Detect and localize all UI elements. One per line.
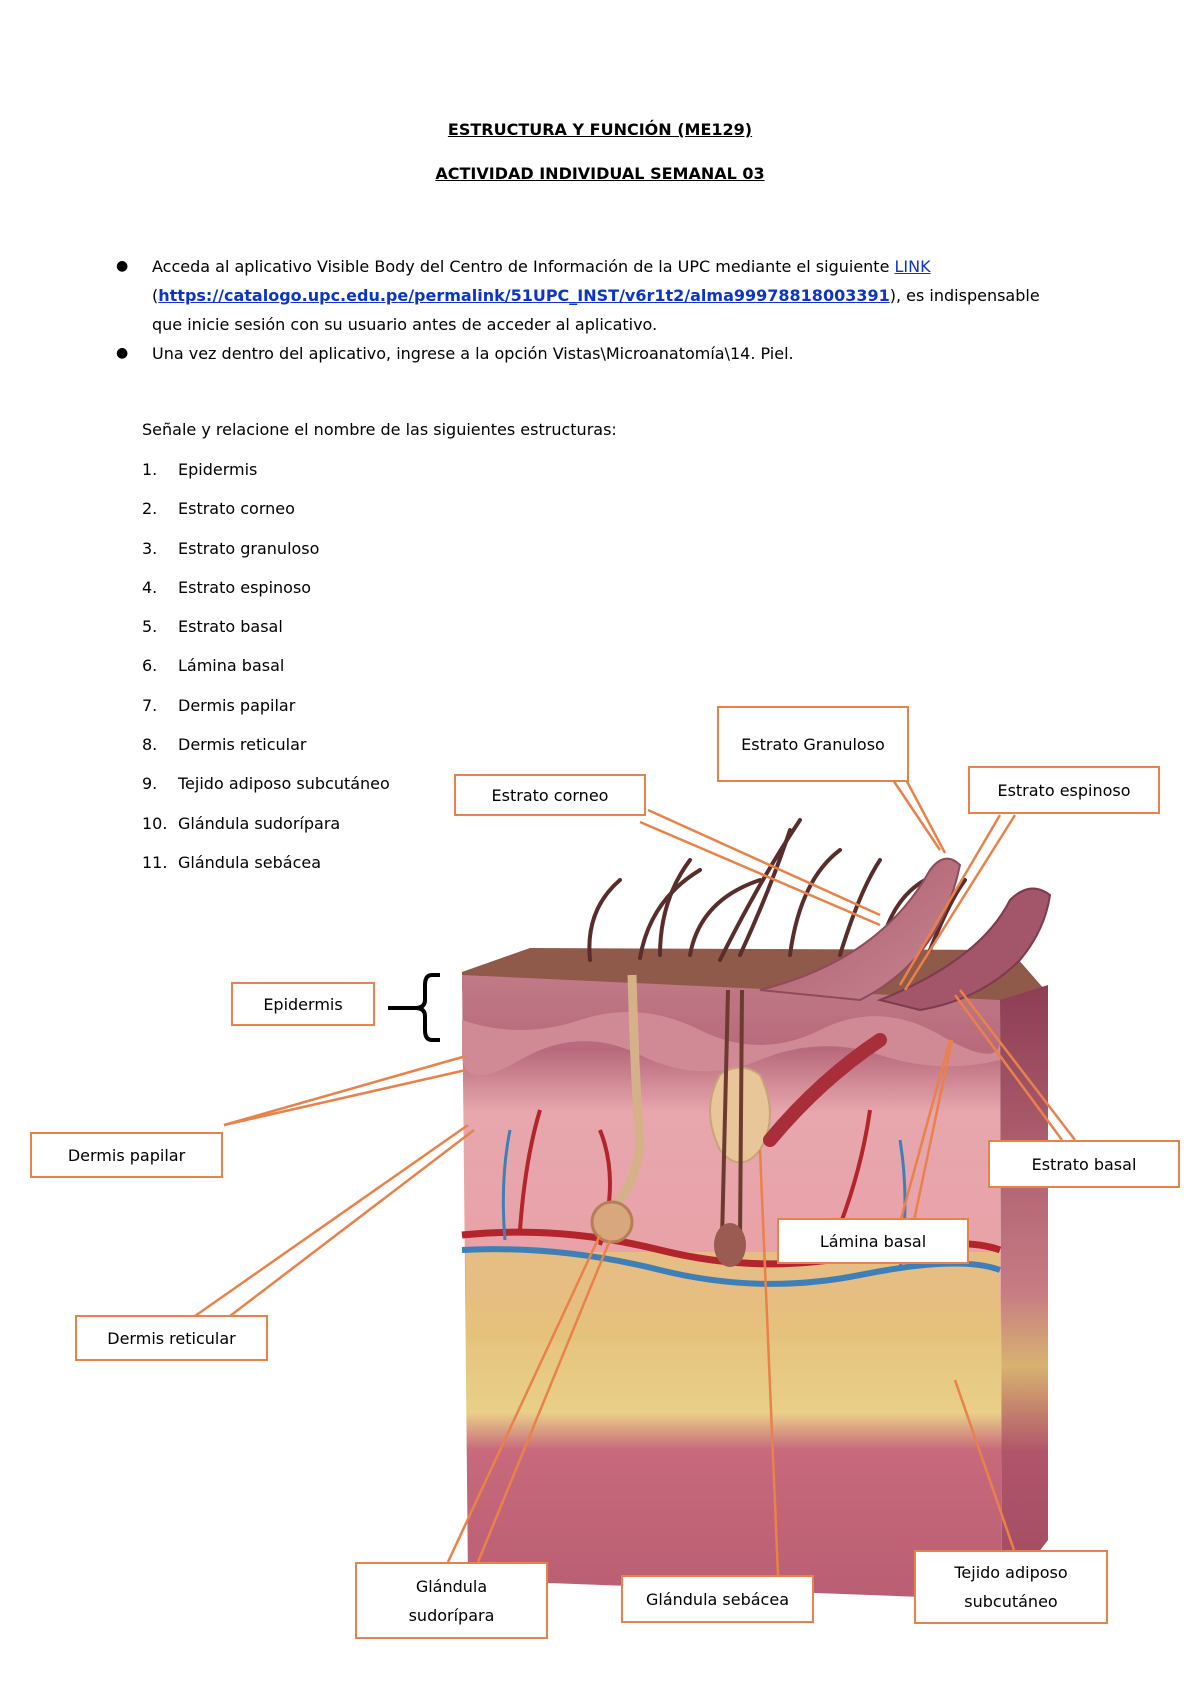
- structure-list-text: Estrato espinoso: [178, 577, 312, 597]
- structure-list-number: 7.: [142, 695, 158, 715]
- instruction-bullet-1: ● Acceda al aplicativo Visible Body del …: [110, 252, 1070, 339]
- label-glandula-sudoripara-line1: Glándula: [415, 1576, 488, 1596]
- structure-list-number: 1.: [142, 460, 158, 479]
- structure-list-text: Estrato granuloso: [178, 538, 320, 558]
- instruction-1-text: Acceda al aplicativo Visible Body del Ce…: [152, 257, 895, 276]
- structure-list: 1. Epidermis 2. Estrato corneo 3. Estrato gra…: [142, 458, 390, 890]
- label-dermis-reticular: Dermis reticular: [75, 1315, 268, 1361]
- label-tejido-adiposo-line1: Tejido adiposo: [954, 1563, 1068, 1582]
- structure-list-item: 5. Estrato basal: [142, 615, 390, 654]
- structure-list-item: 4. Estrato espinoso: [142, 576, 390, 615]
- label-estrato-basal: Estrato basal: [988, 1140, 1180, 1188]
- label-glandula-sudoripara: Glándula sudorípara: [355, 1562, 548, 1639]
- structure-list-text: Glándula sudorípara: [178, 813, 341, 833]
- structure-list-text: Dermis reticular: [178, 735, 307, 755]
- structure-list-item: 2. Estrato corneo: [142, 497, 390, 536]
- label-dermis-papilar: Dermis papilar: [30, 1132, 223, 1178]
- structure-list-text: Glándula sebácea: [178, 852, 322, 872]
- label-estrato-granuloso: Estrato Granuloso: [717, 706, 909, 782]
- structure-list-item: 9. Tejido adiposo subcutáneo: [142, 772, 390, 811]
- structure-list-item: 11. Glándula sebácea: [142, 851, 390, 890]
- instruction-1-suffix: ), es indispensable que inicie sesión co…: [152, 286, 1040, 334]
- structure-list-number: 2.: [142, 499, 158, 519]
- structure-list-text: Tejido adiposo subcutáneo: [178, 774, 390, 794]
- epidermis-bracket: [388, 973, 440, 1042]
- bullet-dot-icon: ●: [116, 345, 129, 361]
- hair-strands: [587, 818, 967, 962]
- peeled-flap-back: [876, 887, 1052, 1012]
- label-tejido-adiposo-line2: subcutáneo: [964, 1592, 1058, 1611]
- hair-bulb: [714, 1223, 746, 1267]
- label-glandula-sebacea: Glándula sebácea: [621, 1575, 814, 1623]
- structure-list-item: 8. Dermis reticular: [142, 733, 390, 772]
- label-estrato-espinoso: Estrato espinoso: [968, 766, 1160, 814]
- peeled-epidermis-flap: [759, 857, 962, 1002]
- label-epidermis: Epidermis: [231, 982, 375, 1026]
- label-tejido-adiposo: Tejido adiposo subcutáneo: [914, 1550, 1108, 1624]
- structure-list-number: 6.: [142, 656, 158, 676]
- structure-list-number: 8.: [142, 735, 158, 755]
- activity-title: ACTIVIDAD INDIVIDUAL SEMANAL 03: [435, 164, 765, 183]
- structure-list-item: 7. Dermis papilar: [142, 694, 390, 733]
- sweat-gland-duct: [607, 974, 645, 1214]
- structure-list-number: 9.: [142, 774, 158, 794]
- label-glandula-sudoripara-line2: sudorípara: [408, 1605, 495, 1625]
- structure-list-text: Estrato corneo: [178, 499, 295, 519]
- structure-list-text: Estrato basal: [178, 617, 283, 637]
- arrector-muscle: [763, 1033, 887, 1147]
- instruction-2-text: Una vez dentro del aplicativo, ingrese a…: [152, 344, 794, 363]
- structure-list-number: 3.: [142, 538, 158, 558]
- label-estrato-corneo: Estrato corneo: [454, 774, 646, 816]
- structure-list-item: 3. Estrato granuloso: [142, 537, 390, 576]
- label-lamina-basal: Lámina basal: [777, 1218, 969, 1264]
- skin-side-face: [1000, 985, 1048, 1600]
- catalog-url-link[interactable]: https://catalogo.upc.edu.pe/permalink/51…: [158, 286, 890, 305]
- sweat-gland-coil: [590, 1200, 634, 1244]
- course-title: ESTRUCTURA Y FUNCIÓN (ME129): [447, 120, 753, 139]
- task-intro: Señale y relacione el nombre de las sigu…: [142, 420, 617, 439]
- structure-list-number: 11.: [142, 852, 168, 872]
- structure-list-number: 5.: [142, 617, 158, 637]
- paren-open: (: [152, 286, 159, 305]
- structure-list-item: 6. Lámina basal: [142, 654, 390, 693]
- structure-list-text: Dermis papilar: [178, 695, 296, 715]
- structure-list-text: Epidermis: [178, 460, 258, 479]
- vessel-blue: [461, 1246, 1002, 1287]
- structure-list-item: 10. Glándula sudorípara: [142, 812, 390, 851]
- instruction-bullet-2: ● Una vez dentro del aplicativo, ingrese…: [110, 339, 1070, 368]
- link-label[interactable]: LINK: [894, 257, 931, 276]
- hair-follicle: [720, 989, 744, 1241]
- structure-list-text: Lámina basal: [178, 656, 285, 676]
- structure-list-number: 10.: [142, 813, 168, 833]
- instruction-list: ● Acceda al aplicativo Visible Body del …: [110, 252, 1070, 368]
- structure-list-item: 1. Epidermis: [142, 458, 390, 497]
- epidermis-band: [461, 1012, 1000, 1076]
- bullet-dot-icon: ●: [116, 258, 129, 274]
- structure-list-number: 4.: [142, 577, 158, 597]
- leader-lines: [194, 773, 1076, 1576]
